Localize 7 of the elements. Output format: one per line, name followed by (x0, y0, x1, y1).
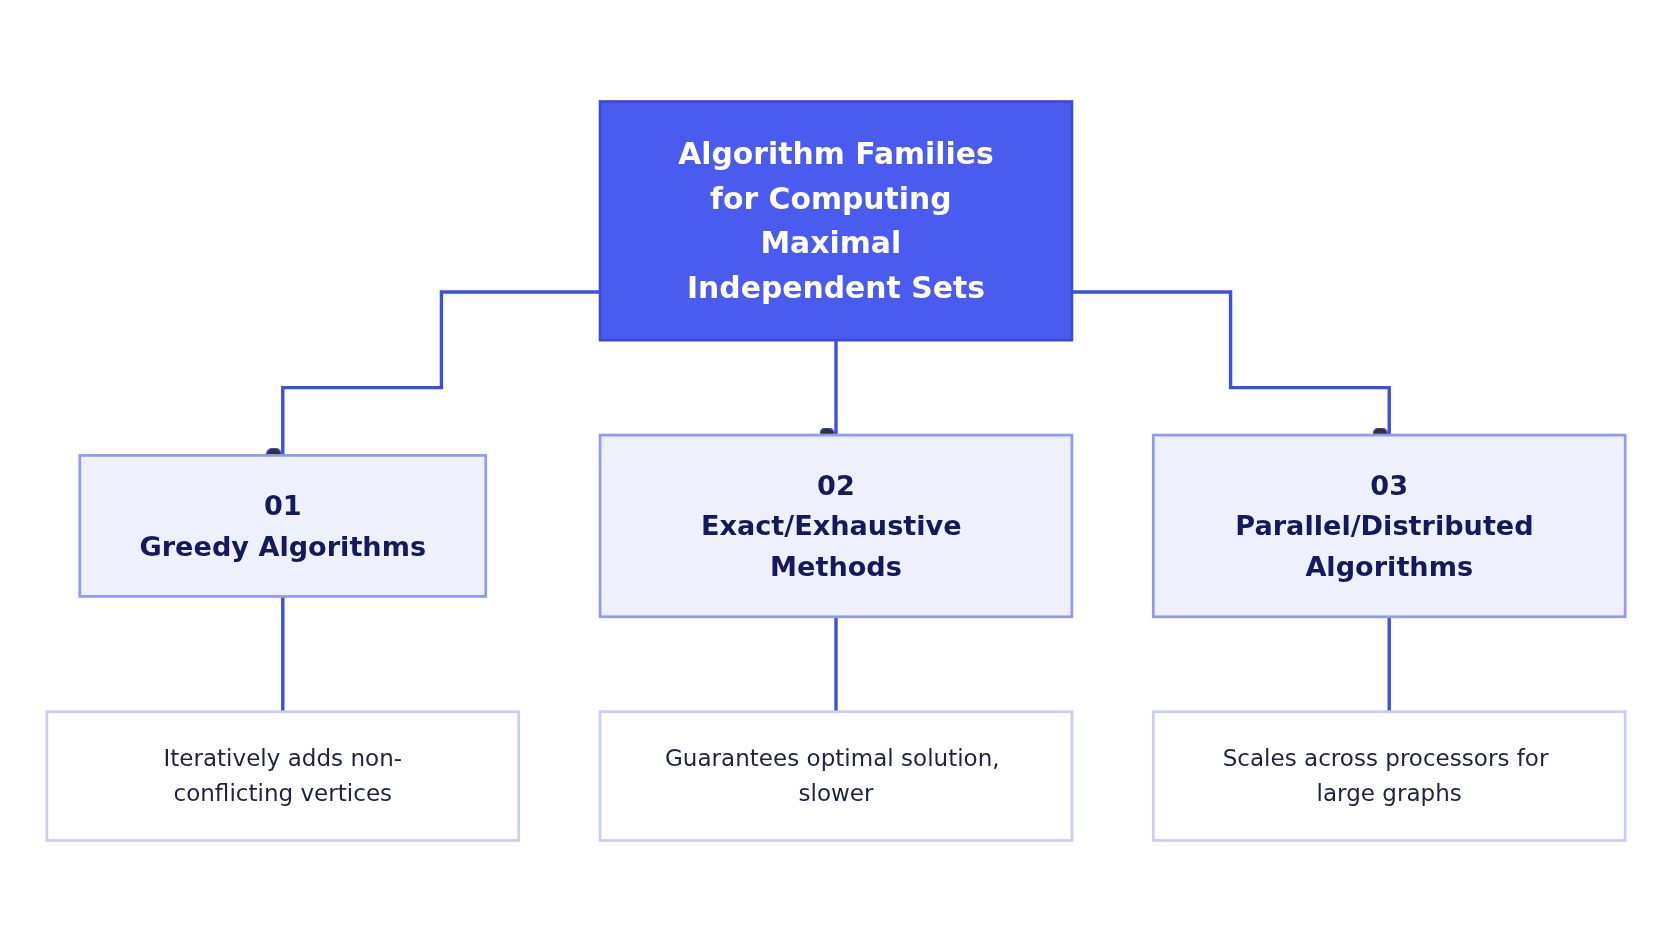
node-box: Iteratively adds non-conflicting vertices (45, 709, 521, 842)
node-box: Algorithm Families for Computing Maximal Independent Sets (598, 99, 1074, 341)
node-box: Guarantees optimal solution, slower (598, 709, 1074, 842)
node-box: 02 Exact/Exhaustive Methods (598, 433, 1074, 618)
node-box: 03 Parallel/Distributed Algorithms (1151, 433, 1627, 618)
node-box: 01 Greedy Algorithms (78, 453, 488, 598)
node-box: Scales across processors for large graphs (1151, 709, 1627, 842)
